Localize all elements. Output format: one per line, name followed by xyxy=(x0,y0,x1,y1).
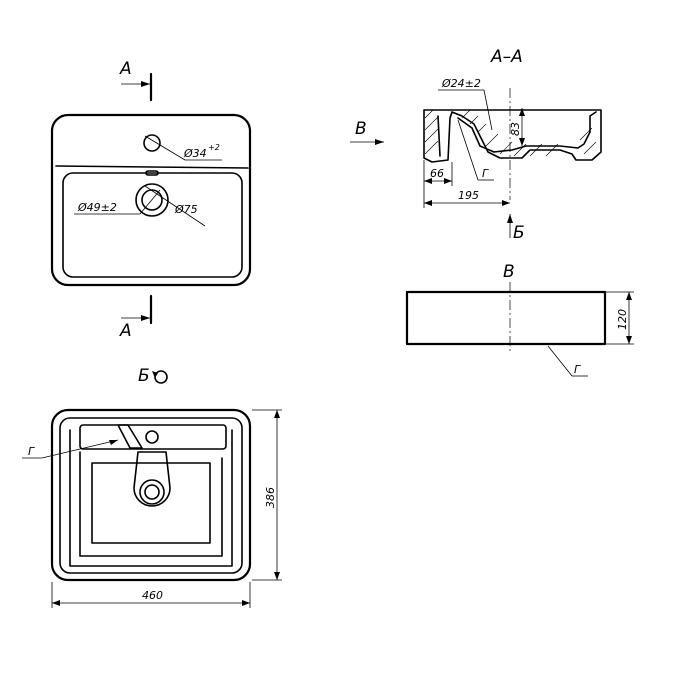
leader-g-label: Г xyxy=(482,167,489,180)
drain-inner xyxy=(141,189,163,211)
bottom-leader-g xyxy=(41,439,119,459)
side-view-v: В 120 Г xyxy=(405,262,634,377)
overflow-leader-diag xyxy=(483,89,493,131)
tap-hole-tolerance: +2 xyxy=(208,143,220,152)
bowl-outline xyxy=(62,172,243,278)
side-leader-g xyxy=(547,345,573,377)
side-leader-g-label: Г xyxy=(574,363,581,376)
drain-outer-dim: Ø75 xyxy=(174,203,198,216)
deck-edge-line xyxy=(55,165,249,169)
section-mark-bottom: А xyxy=(119,321,132,341)
bottom-deck xyxy=(79,424,227,450)
view-b-mark: Б xyxy=(513,223,525,243)
top-view: Ø34 +2 Ø49±2 Ø75 А А xyxy=(50,59,252,341)
bottom-tap-wedge xyxy=(117,424,143,449)
section-outer-profile xyxy=(423,109,602,163)
bottom-drain-housing xyxy=(133,451,171,507)
side-outline xyxy=(405,290,607,346)
section-inner-profile xyxy=(437,111,597,157)
basin-outline xyxy=(50,113,252,287)
section-aa-view: А–А Ø24±2 83 xyxy=(350,47,602,243)
drain-leader-right xyxy=(144,185,206,227)
overflow-slot xyxy=(145,170,159,176)
bottom-view-title: Б xyxy=(138,366,150,386)
depth-dim: 83 xyxy=(509,122,522,136)
bottom-drain-inner xyxy=(144,484,160,500)
bottom-leader-g-label: Г xyxy=(28,445,35,458)
tap-hole-dim: Ø34 xyxy=(183,147,207,160)
bottom-ring-1 xyxy=(59,417,243,574)
leader-g-line xyxy=(457,119,479,181)
bottom-width-dim: 460 xyxy=(142,589,163,602)
dim-195: 195 xyxy=(458,189,479,202)
drain-outer xyxy=(135,183,169,217)
section-aa-title: А–А xyxy=(490,47,523,67)
view-v-mark: В xyxy=(355,119,367,139)
bottom-ring-2 xyxy=(69,429,233,567)
bottom-tap-hole xyxy=(145,430,159,444)
tap-hole-leader xyxy=(144,135,186,161)
section-mark-top: А xyxy=(119,59,132,79)
side-view-title: В xyxy=(503,262,515,282)
bottom-ring-3 xyxy=(79,451,223,557)
dim-66: 66 xyxy=(430,167,444,180)
drain-dim: Ø49±2 xyxy=(77,201,117,214)
bottom-view-b: Б Г 460 386 xyxy=(22,366,282,608)
bottom-foot xyxy=(91,462,211,544)
side-height-dim: 120 xyxy=(616,309,629,330)
bottom-depth-dim: 386 xyxy=(264,487,277,508)
bottom-outer xyxy=(50,408,252,582)
tap-hole xyxy=(143,134,161,152)
overflow-dim: Ø24±2 xyxy=(441,77,481,90)
bottom-drain-outer xyxy=(139,479,165,505)
